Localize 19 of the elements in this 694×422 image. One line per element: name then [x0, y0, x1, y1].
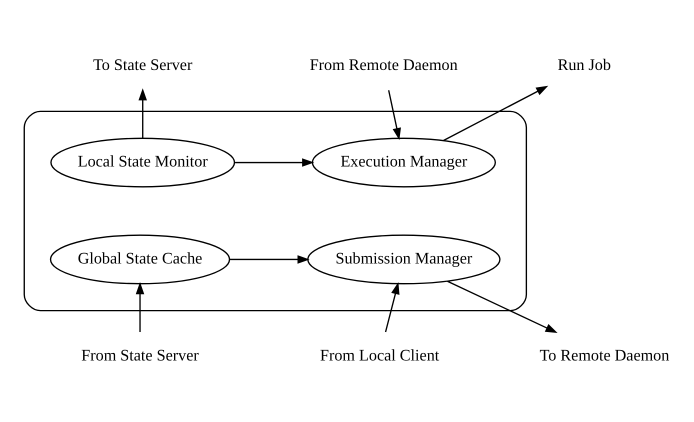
arrow: [388, 90, 401, 140]
node-text: From Local Client: [320, 348, 440, 365]
node-text: From State Server: [81, 348, 199, 365]
node-text: Run Job: [558, 56, 611, 74]
node-text: From Remote Daemon: [310, 56, 458, 74]
arrow: [230, 255, 310, 264]
node-ellipse: Submission Manager: [307, 234, 501, 284]
arrow: [443, 86, 548, 142]
node-ellipse: Execution Manager: [312, 138, 496, 188]
arrow: [384, 282, 400, 332]
node-text: To State Server: [93, 56, 192, 74]
node-ellipse: Local State Monitor: [50, 138, 236, 188]
arrow: [235, 158, 314, 167]
arrow: [447, 280, 558, 334]
arrow: [138, 88, 147, 138]
node-text: To Remote Daemon: [540, 348, 670, 365]
cluster: [24, 110, 528, 312]
arrow: [136, 282, 144, 332]
node-ellipse: Global State Cache: [50, 234, 230, 284]
